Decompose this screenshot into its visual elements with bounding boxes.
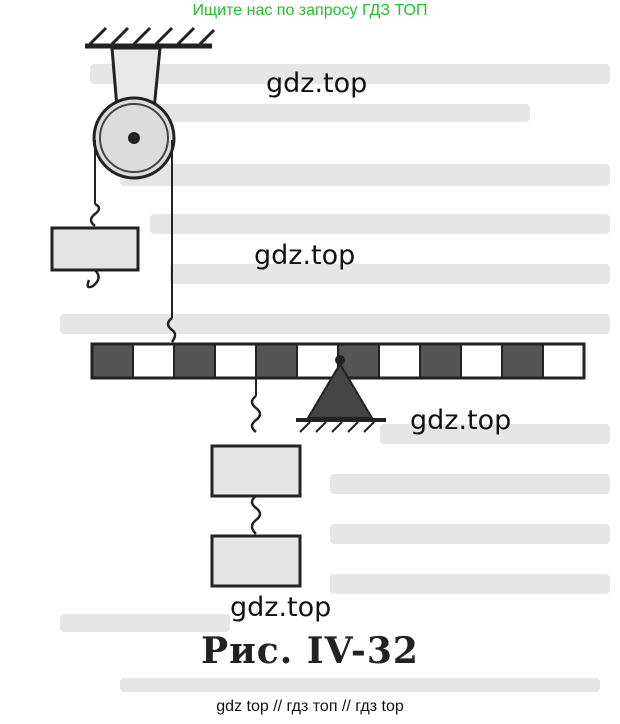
stacked-weights <box>210 378 302 588</box>
background-ghost-text <box>60 64 610 692</box>
watermark-4: gdz.top <box>230 592 332 623</box>
lever-segment <box>173 343 216 379</box>
watermark-3: gdz.top <box>410 405 512 436</box>
watermark-1: gdz.top <box>266 68 368 99</box>
lever-segment <box>378 343 421 379</box>
lever-segment <box>132 343 175 379</box>
lever-segment <box>296 343 339 379</box>
fulcrum-support <box>296 355 386 433</box>
header-search-hint: Ищите нас по запросу ГДЗ ТОП <box>192 2 428 19</box>
lever-segment <box>542 343 585 379</box>
figure-caption: Рис. IV-32 <box>201 630 419 672</box>
ceiling-support <box>85 26 216 49</box>
lever-segment <box>214 343 257 379</box>
pulley-icon <box>92 96 176 180</box>
lever-pulley-diagram <box>50 26 610 692</box>
right-rope <box>166 140 177 343</box>
physics-figure <box>0 24 620 696</box>
footer-links: gdz top // гдз топ // гдз top <box>216 698 404 715</box>
lever-segment <box>255 343 298 379</box>
lever-segment <box>460 343 503 379</box>
lever-segment <box>419 343 462 379</box>
watermark-2: gdz.top <box>254 240 356 271</box>
lever-segment <box>91 343 134 379</box>
lever-segment <box>501 343 544 379</box>
left-hanging-weight <box>50 140 140 289</box>
